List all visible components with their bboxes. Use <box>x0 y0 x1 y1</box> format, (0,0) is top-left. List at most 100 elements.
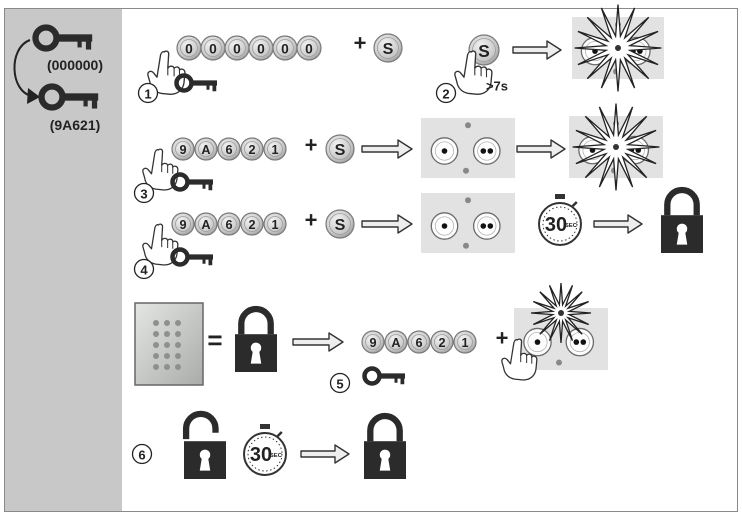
button-ring <box>329 213 351 235</box>
equals-sign: = <box>207 325 222 355</box>
step-2-row: S>7s2 <box>435 4 664 104</box>
code-digit-button: 1 <box>263 212 287 236</box>
button-ring <box>175 216 191 232</box>
step-number-circle <box>329 372 351 394</box>
code-digit-button: 1 <box>263 137 287 161</box>
button-ring <box>198 141 214 157</box>
step-number-badge: 3 <box>133 182 155 204</box>
panel-button-ring <box>434 216 455 236</box>
key-icon <box>170 247 213 267</box>
key-bow <box>362 366 382 386</box>
key-icon <box>362 366 405 386</box>
code-digit-button: A <box>194 137 218 161</box>
change-arrow-head <box>27 88 40 104</box>
button-ring <box>472 38 496 62</box>
button-ring <box>329 138 351 160</box>
button-label: 0 <box>185 42 193 57</box>
step-number: 4 <box>140 263 148 278</box>
code-digit-button: 6 <box>217 212 241 236</box>
button-ring <box>276 39 294 57</box>
keypad-key <box>175 331 181 337</box>
arrow-shape <box>512 40 562 60</box>
two-dot <box>487 223 494 229</box>
button-ring <box>228 39 246 57</box>
button-ring <box>411 334 427 350</box>
two-dot <box>480 223 487 229</box>
code-digit-button: 6 <box>217 137 241 161</box>
button-ring <box>434 334 450 350</box>
change-curve <box>13 39 33 97</box>
arrow-icon <box>593 214 643 234</box>
flash-icon <box>572 103 660 191</box>
one-dot <box>441 148 448 154</box>
flash-icon <box>574 4 662 92</box>
keypad-key <box>153 320 159 326</box>
step-number-badge: 1 <box>137 82 159 104</box>
step-number-badge: 6 <box>131 443 153 465</box>
key-shaft <box>56 34 93 42</box>
arrow-icon <box>512 40 562 60</box>
code-digit-button: 9 <box>171 212 195 236</box>
keyhole <box>379 449 391 461</box>
button-ring <box>267 216 283 232</box>
step-number-badge: 5 <box>329 372 351 394</box>
sidebar-panel <box>5 9 122 511</box>
keypad-key <box>153 331 159 337</box>
button-label: 0 <box>281 42 289 57</box>
keypad-key <box>164 364 170 370</box>
padlock-shackle <box>238 305 274 335</box>
led-bottom <box>463 167 469 174</box>
hand-icon <box>142 148 179 191</box>
padlock-shackle <box>367 412 403 442</box>
button-face <box>325 134 355 164</box>
button-ring <box>267 141 283 157</box>
keypad-key <box>175 364 181 370</box>
flash-core <box>615 45 621 51</box>
button-label: S <box>478 41 490 61</box>
timer-value: 30 <box>250 444 272 466</box>
plus-sign: + <box>305 208 318 233</box>
step-number: 6 <box>138 448 145 463</box>
panel-button-ring <box>527 332 548 353</box>
hand-icon <box>142 223 179 266</box>
step-number-circle <box>435 82 457 104</box>
button-label: A <box>201 143 210 157</box>
stopwatch-button <box>571 201 578 208</box>
stopwatch-crown <box>260 424 270 429</box>
keyhole-slot <box>199 458 211 471</box>
step-number-circle <box>131 443 153 465</box>
button-label: A <box>391 336 400 350</box>
key-tooth <box>208 182 213 191</box>
code-digit-button: A <box>384 330 408 354</box>
key-tooth <box>202 257 206 264</box>
step-number-circle <box>133 258 155 280</box>
code-digit-button: A <box>194 212 218 236</box>
button-label: 1 <box>271 218 278 232</box>
key-tooth <box>202 182 206 189</box>
button-ring <box>365 334 381 350</box>
keypad-key <box>153 364 159 370</box>
keypad-key <box>164 320 170 326</box>
button-ring <box>244 216 260 232</box>
button-ring <box>457 334 473 350</box>
timer-value: 30 <box>545 214 567 236</box>
led-top <box>465 122 471 129</box>
button-ring <box>180 39 198 57</box>
button-face <box>373 33 403 63</box>
keypad-icon <box>134 302 204 386</box>
timer-unit: SEC <box>565 223 578 229</box>
button-label: A <box>201 218 210 232</box>
led-panel-icon <box>421 193 515 253</box>
led-bottom <box>463 242 469 249</box>
padlock-shackle <box>182 410 219 440</box>
hand-outline <box>142 223 179 266</box>
code-digit-button: 2 <box>430 330 454 354</box>
keyhole-slot <box>250 351 262 364</box>
code-digit-button: 0 <box>176 35 202 61</box>
button-ring <box>175 141 191 157</box>
flash-icon <box>530 282 592 344</box>
key-tooth <box>212 83 217 92</box>
